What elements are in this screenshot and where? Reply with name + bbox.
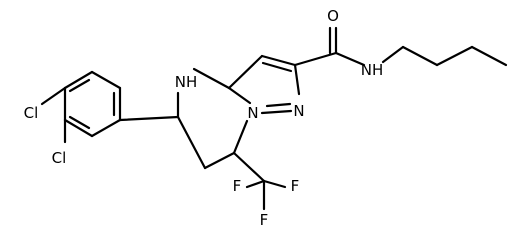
ring-bond xyxy=(293,63,301,96)
bridgehead-nitrogen-label: N xyxy=(247,104,258,122)
ring-bond xyxy=(227,86,252,105)
aryl-bond xyxy=(90,118,122,138)
carboxamide-group xyxy=(293,26,366,67)
ring-double-bond xyxy=(261,61,293,73)
ring-nh-label: NH xyxy=(175,73,198,91)
aryl-chlorine-bond xyxy=(40,86,67,106)
amide-nh-label: NH xyxy=(361,61,384,79)
aryl-double-bond xyxy=(68,78,91,93)
carbonyl-carbon-bond xyxy=(293,51,338,67)
aryl-bond xyxy=(90,70,122,90)
carbonyl-oxygen-label: O xyxy=(327,7,339,25)
ring-bond xyxy=(227,54,264,90)
aryl-bond xyxy=(63,118,94,138)
chain-bond xyxy=(470,45,508,67)
chlorine-label-para: Cl xyxy=(24,104,39,122)
cf3-bond xyxy=(232,151,266,183)
pyrazole-ring xyxy=(227,54,301,115)
aryl-to-ring-bond xyxy=(118,115,180,122)
aryl-bond xyxy=(63,70,94,90)
amide-bond xyxy=(334,51,366,67)
cf-bond xyxy=(262,179,287,189)
ring-bond xyxy=(203,151,236,170)
chain-bond xyxy=(381,45,405,64)
chain-bond xyxy=(435,45,474,67)
ring-bond xyxy=(192,67,231,90)
ring-bond xyxy=(176,115,207,170)
trifluoromethyl-group xyxy=(232,151,287,211)
cf-bond xyxy=(245,179,266,189)
fluorine-label-left: F xyxy=(233,177,242,195)
ring-double-bond xyxy=(265,102,292,108)
pyrazole-nitrogen-label: N xyxy=(293,102,304,120)
tetrahydropyrimidine-ring xyxy=(176,67,252,170)
chemical-structure-diagram: Cl Cl NH N N O NH F F F xyxy=(24,7,508,229)
butyl-chain xyxy=(381,45,508,67)
dichlorophenyl-ring xyxy=(63,70,122,138)
fluorine-label-right: F xyxy=(291,177,300,195)
ring-bond xyxy=(232,119,249,155)
fluorine-label-bottom: F xyxy=(260,211,269,229)
ring-double-bond xyxy=(260,54,297,67)
aryl-double-bond xyxy=(68,115,91,130)
ring-double-bond xyxy=(260,109,293,115)
chain-bond xyxy=(401,45,439,67)
chlorine-label-meta: Cl xyxy=(52,149,67,167)
